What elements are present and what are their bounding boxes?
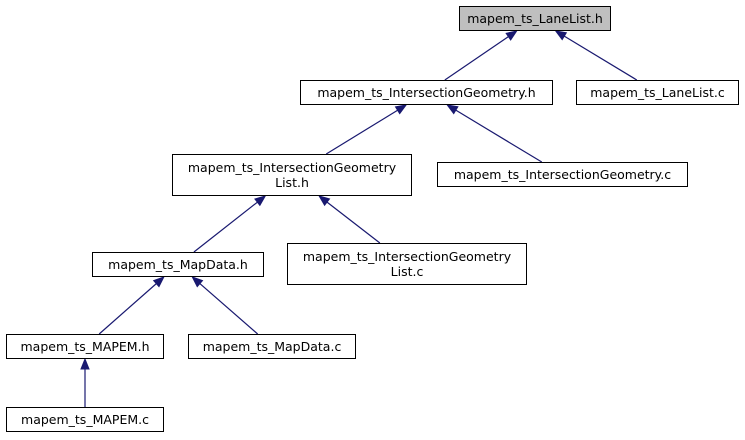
node-label: mapem_ts_IntersectionGeometry List.h: [187, 160, 397, 190]
edge-mapdata_h-to-igl_h: [193, 201, 258, 253]
arrowhead-icon: [80, 357, 90, 370]
edge-igl_c-to-igl_h: [326, 201, 381, 244]
arrowhead-icon: [554, 30, 568, 41]
arrowhead-icon: [446, 104, 459, 115]
node-label: mapem_ts_MapData.h: [108, 257, 248, 272]
node-mapem-ts-mapem-c[interactable]: mapem_ts_MAPEM.c: [6, 407, 164, 432]
node-mapem-ts-lanelist-h: mapem_ts_LaneList.h: [459, 6, 611, 31]
node-label: mapem_ts_MAPEM.h: [20, 339, 150, 354]
edge-lanelist_c-to-lanelist_h: [563, 35, 638, 81]
node-label: mapem_ts_LaneList.c: [590, 85, 725, 100]
arrowhead-icon: [505, 30, 518, 41]
node-label: mapem_ts_IntersectionGeometry List.c: [302, 249, 512, 279]
node-mapem-ts-intersectiongeometry-h[interactable]: mapem_ts_IntersectionGeometry.h: [300, 80, 553, 105]
arrowhead-icon: [191, 276, 204, 288]
node-mapem-ts-lanelist-c[interactable]: mapem_ts_LaneList.c: [576, 80, 739, 105]
edge-mapem_h-to-mapdata_h: [98, 283, 157, 335]
node-mapem-ts-intersectiongeometry-c[interactable]: mapem_ts_IntersectionGeometry.c: [437, 162, 688, 187]
node-mapem-ts-mapdata-h[interactable]: mapem_ts_MapData.h: [92, 252, 264, 277]
node-mapem-ts-intersectiongeometrylist-h[interactable]: mapem_ts_IntersectionGeometry List.h: [172, 154, 412, 196]
node-label: mapem_ts_LaneList.h: [467, 11, 603, 26]
arrowhead-icon: [318, 195, 331, 207]
edge-ig_c-to-ig_h: [455, 109, 543, 163]
node-label: mapem_ts_IntersectionGeometry.h: [317, 85, 536, 100]
node-mapem-ts-mapem-h[interactable]: mapem_ts_MAPEM.h: [6, 334, 164, 359]
edge-ig_h-to-lanelist_h: [444, 36, 509, 81]
arrowhead-icon: [152, 276, 165, 288]
node-mapem-ts-mapdata-c[interactable]: mapem_ts_MapData.c: [188, 334, 356, 359]
arrowhead-icon: [254, 195, 267, 207]
edge-igl_h-to-ig_h: [325, 109, 398, 155]
node-mapem-ts-intersectiongeometrylist-c[interactable]: mapem_ts_IntersectionGeometry List.c: [287, 243, 527, 285]
node-label: mapem_ts_MapData.c: [202, 339, 342, 354]
node-label: mapem_ts_MAPEM.c: [21, 412, 149, 427]
arrowhead-icon: [394, 104, 408, 115]
edge-mapdata_c-to-mapdata_h: [199, 283, 259, 335]
node-label: mapem_ts_IntersectionGeometry.c: [453, 167, 672, 182]
